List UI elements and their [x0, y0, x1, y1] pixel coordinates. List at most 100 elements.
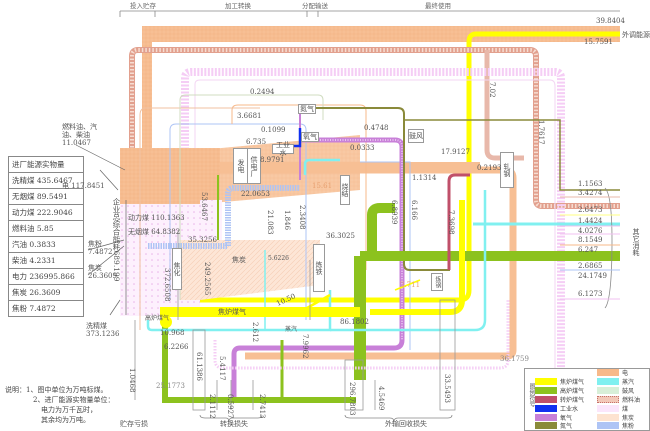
- node-blast-fan[interactable]: 鼓风: [408, 129, 424, 143]
- legend-label: 焦炭: [622, 414, 635, 422]
- legend-swatch: [535, 386, 557, 394]
- inventory-row: 焦粉 7.4872: [8, 300, 84, 317]
- flow-value: 2.711: [400, 281, 421, 289]
- legend-swatch: [597, 377, 619, 385]
- flow-value: 0.2494: [250, 88, 275, 96]
- legend-swatch: [535, 377, 557, 385]
- input-label: 焦炭: [88, 264, 102, 272]
- coke-oven-gas-junction: [160, 316, 172, 328]
- flow-value: 2.1112: [208, 394, 216, 419]
- legend-swatch: [535, 404, 557, 412]
- inventory-label: 燃料油: [12, 224, 35, 233]
- other-consumption-value: 6.247: [578, 246, 599, 254]
- flow-coal-outline: [194, 79, 556, 430]
- inventory-value: 435.6467: [36, 176, 73, 185]
- node-industrial-water[interactable]: 工业水: [272, 141, 294, 157]
- notes-prefix: 说明：: [5, 386, 26, 394]
- flow-value: 86.1802: [340, 318, 369, 326]
- other-consumption-value: 24.1749: [578, 272, 607, 280]
- flow-value: 0.1099: [261, 126, 286, 134]
- notes-line: 1、图中单位为万吨标煤。: [26, 386, 108, 394]
- inventory-label: 柴油: [12, 256, 27, 265]
- flow-value: 0.0333: [350, 144, 375, 152]
- other-consumption-value: 2.6473: [578, 206, 603, 214]
- flow-value: 0.4748: [364, 124, 389, 132]
- inventory-row: 焦炭 26.3609: [8, 284, 84, 301]
- node-rolling[interactable]: 轧钢: [500, 152, 514, 188]
- storage-loss-label: 贮存亏损: [120, 420, 148, 428]
- distribution-loss-label: 外输回收损失: [385, 420, 427, 428]
- flow-value: 36.1759: [500, 355, 529, 363]
- input-value: 117.8451: [71, 182, 105, 190]
- input-label: 无烟煤: [128, 228, 149, 236]
- inventory-value: 222.9046: [36, 208, 73, 217]
- flow-value: 1.0468: [128, 368, 136, 393]
- node-oxygen[interactable]: 氧气: [301, 132, 319, 142]
- legend-item: 焦粉: [597, 421, 634, 430]
- inventory-row: 电力 236995.866: [8, 268, 84, 285]
- flow-value: 10.968: [160, 329, 185, 337]
- legend-label: 电: [622, 369, 629, 377]
- other-consumption-value: 3.4274: [578, 189, 603, 197]
- input-label: 洗精煤: [86, 322, 107, 330]
- flow-value: 1.7617: [537, 120, 545, 145]
- legend-item: 焦炉煤气: [535, 377, 585, 386]
- inventory-table: 进厂能源实物量 洗精煤 435.6467 无烟煤 89.5491 动力煤 222…: [8, 156, 84, 317]
- legend-item: 焦炭: [597, 413, 635, 422]
- flow-nitrogen: [302, 107, 450, 271]
- flow-fuel-oil-branch: [484, 50, 524, 161]
- flow-value: 17.9127: [441, 148, 470, 156]
- total-input-value: 689.199: [112, 250, 121, 282]
- flow-value: 15.61: [312, 182, 333, 190]
- flow-value: 6.166: [410, 200, 418, 221]
- flow-value: 7.3698: [447, 210, 455, 235]
- input-anthracite: 无烟煤 64.8382: [128, 228, 180, 236]
- node-nitrogen[interactable]: 氮气: [298, 104, 316, 114]
- flow-value: 39.8404: [596, 17, 625, 25]
- flow-outline-blue2: [360, 161, 411, 350]
- label-steam: 蒸汽: [285, 326, 298, 333]
- node-steelmaking[interactable]: 炼钢: [431, 273, 443, 291]
- input-value: 373.1236: [86, 330, 120, 338]
- flow-value: 36.3025: [326, 232, 355, 240]
- flow-value: 296.7803: [348, 382, 356, 416]
- inventory-label: 汽油: [12, 240, 27, 249]
- input-label: 焦粉: [88, 240, 102, 248]
- flow-value: 25.1773: [156, 382, 185, 390]
- input-label: 燃料油、汽油、柴油: [62, 123, 97, 139]
- input-value: 11.0467: [62, 139, 91, 147]
- flow-value: 8.9791: [260, 156, 285, 164]
- inventory-label: 焦炭: [12, 288, 27, 297]
- leader-lines: [75, 144, 127, 316]
- input-label: 电: [62, 182, 69, 190]
- input-power-coal: 动力煤 110.1363: [128, 214, 185, 222]
- node-ironmaking[interactable]: 炼铁: [313, 244, 325, 292]
- legend-swatch: [535, 413, 557, 421]
- node-coking[interactable]: 焦化: [172, 248, 182, 290]
- legend-label: 转炉煤气: [560, 396, 585, 404]
- flow-oxygen-dots: [300, 139, 403, 340]
- flow-coal-loss-loop: [213, 300, 510, 370]
- flow-value: 4.5469: [377, 386, 385, 411]
- inventory-value: 5.85: [36, 224, 54, 233]
- node-power-supply[interactable]: 供电厂: [247, 148, 261, 184]
- inventory-value: 7.4872: [29, 304, 56, 313]
- flow-coal-large: [181, 68, 565, 430]
- notes-line: 2、进厂能源实物量单位：: [33, 396, 115, 404]
- stage-input-storage: 投入贮存: [130, 2, 156, 10]
- notes-line: 其余均为万吨。: [41, 416, 90, 424]
- flow-value: 22.0653: [241, 190, 270, 198]
- other-consumption-value: 4.0276: [578, 227, 603, 235]
- flow-value: 2.612: [251, 322, 259, 343]
- inventory-label: 电力: [12, 272, 27, 281]
- other-consumption-value: 1.1563: [578, 180, 603, 188]
- input-value: 26.3609: [88, 272, 117, 280]
- flow-value: 249.2565: [203, 262, 211, 296]
- legend-label: 焦炉煤气: [560, 378, 585, 386]
- node-sinter[interactable]: 烧结: [340, 175, 350, 205]
- stage-distribution: 分配输送: [302, 2, 328, 10]
- notes: 说明：1、图中单位为万吨标煤。 2、进厂能源实物量单位： 电力为万千瓦时， 其余…: [5, 385, 114, 425]
- flow-value: 0.2193: [477, 164, 502, 172]
- legend-item: 燃料油: [597, 395, 640, 404]
